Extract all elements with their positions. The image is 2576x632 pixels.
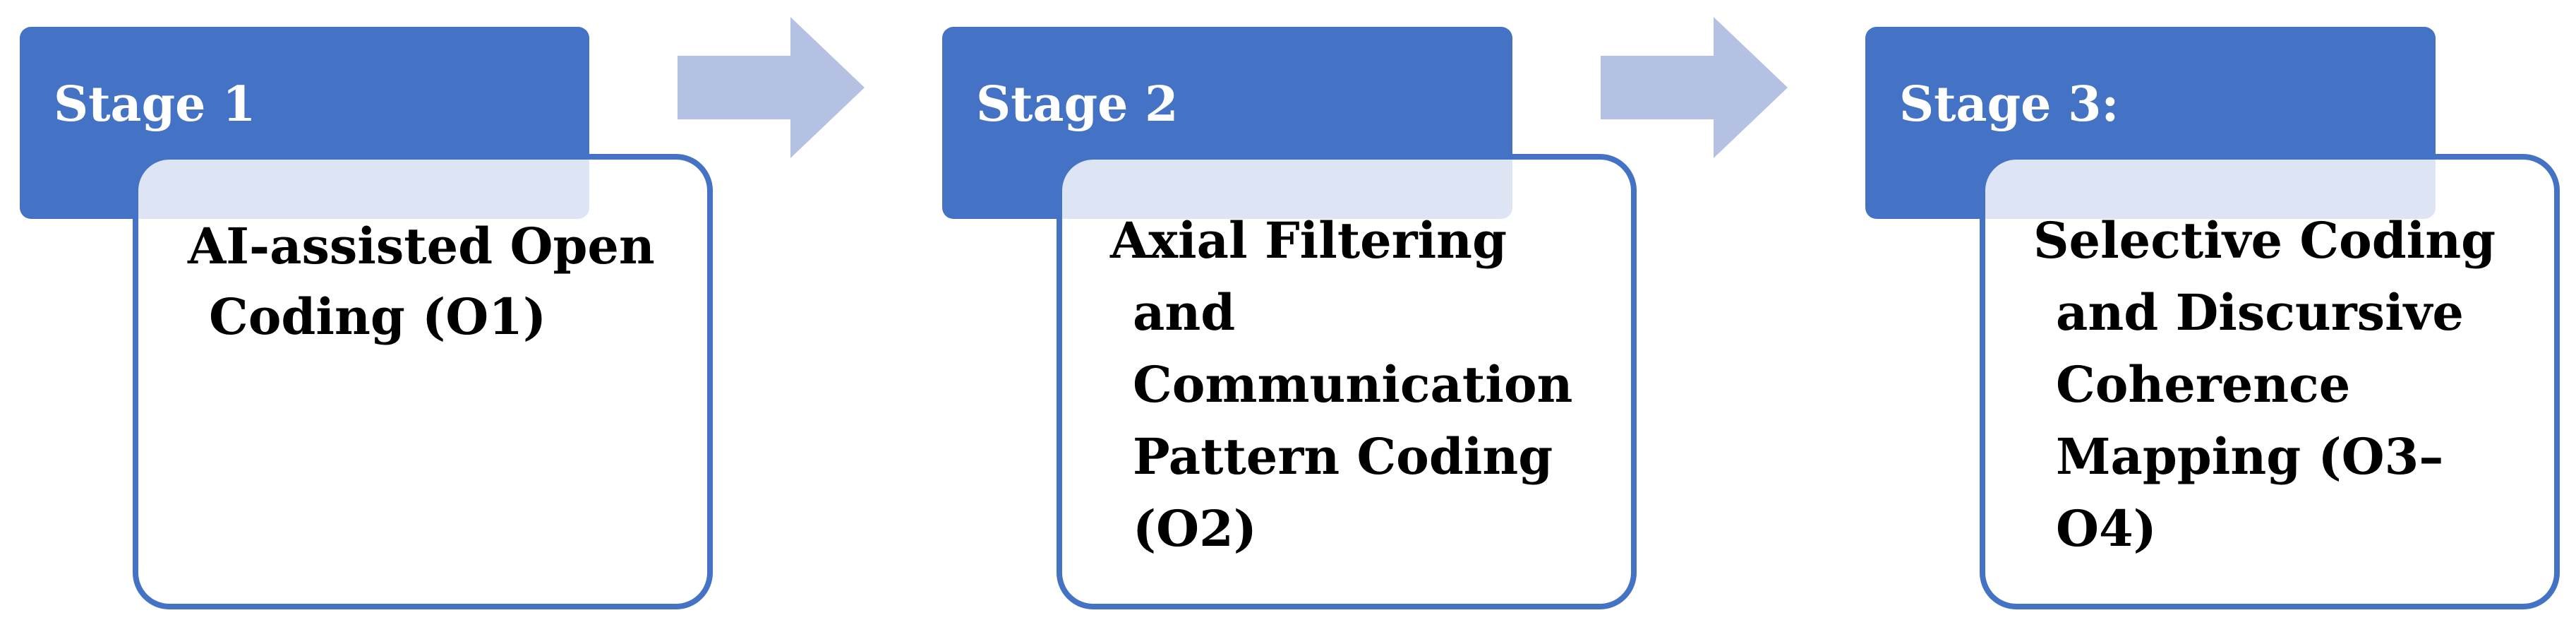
stage-3-line-1: Selective Coding [2033,211,2496,270]
stage-1-title: Stage 1 [54,76,256,133]
stage-3-title: Stage 3: [1899,76,2119,133]
stage-3-line-2: and Discursive [2056,283,2464,342]
right-arrow-icon [678,17,865,158]
stage-3-line-5: O4) [2056,499,2157,558]
stage-2-card: Axial Filtering and Communication Patter… [1057,154,1637,609]
stage-1-line-1: AI-assisted Open [188,217,655,275]
stage-2-line-1: Axial Filtering [1110,211,1507,270]
stage-1-card: AI-assisted Open Coding (O1) [133,154,713,609]
stage-3-line-3: Coherence [2056,355,2351,414]
stage-2-line-5: (O2) [1133,499,1257,558]
stage-1-line-2: Coding (O1) [209,287,547,346]
stage-2-line-2: and [1133,283,1236,342]
stage-3-card: Selective Coding and Discursive Coherenc… [1980,154,2560,609]
stage-2-line-4: Pattern Coding [1133,427,1553,486]
stage-2-line-3: Communication [1133,355,1573,414]
right-arrow-icon [1601,17,1788,158]
stage-3-line-4: Mapping (O3– [2056,427,2444,486]
stage-2-title: Stage 2 [976,76,1179,133]
